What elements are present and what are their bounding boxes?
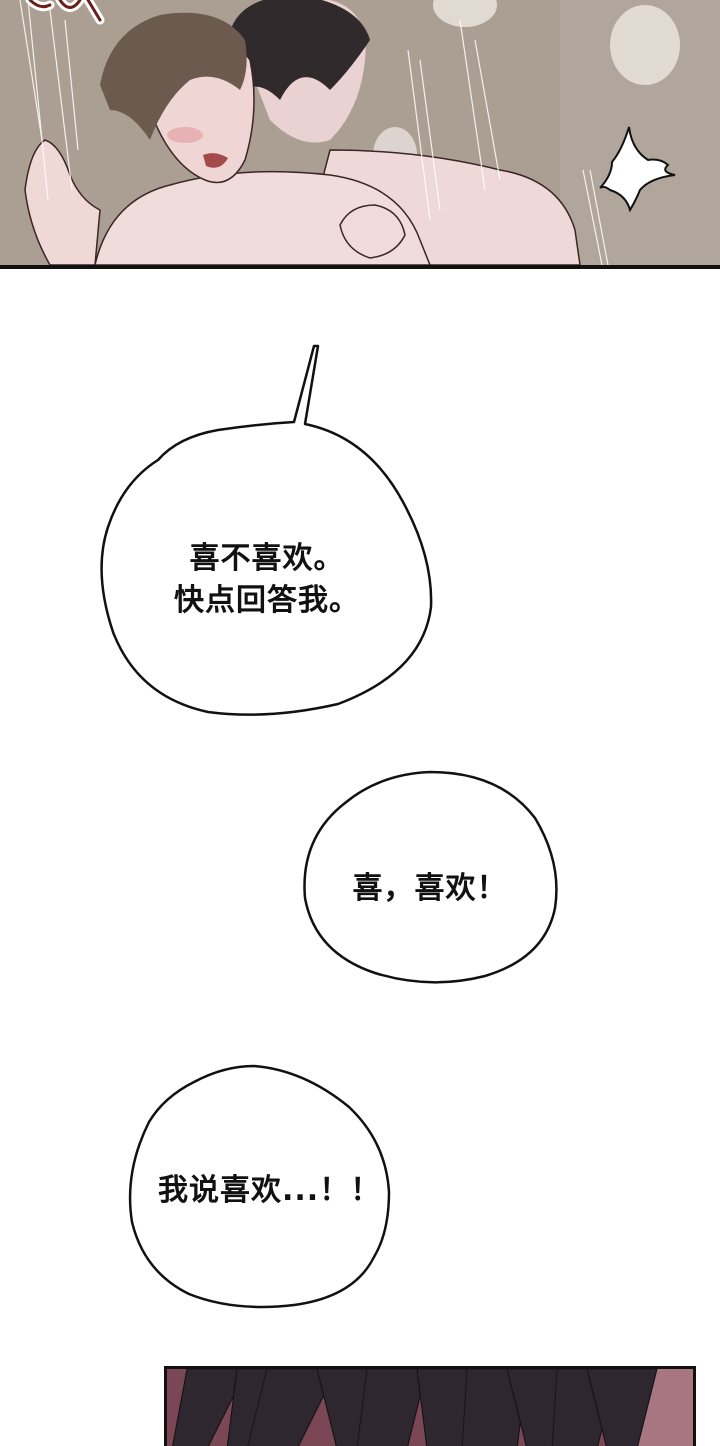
bubble-outline xyxy=(100,344,433,716)
spark-icon xyxy=(599,126,676,213)
comic-panel-shower-embrace xyxy=(0,0,720,269)
bubble-2-line-1: 喜，喜欢！ xyxy=(352,871,508,906)
speech-bubble-3: 我说喜欢...！！ xyxy=(124,1062,394,1312)
speech-bubble-1: 喜不喜欢。 快点回答我。 xyxy=(98,342,436,720)
bubble-1-line-2: 快点回答我。 xyxy=(174,583,360,618)
comic-panel-dark-hair xyxy=(164,1366,696,1446)
bubble-outline xyxy=(128,1064,391,1309)
speech-bubble-2: 喜，喜欢！ xyxy=(300,768,560,986)
panel-illustration xyxy=(167,1369,693,1446)
bubble-outline xyxy=(303,770,558,984)
bubble-1-line-1: 喜不喜欢。 xyxy=(189,541,345,576)
bubble-3-line-1: 我说喜欢...！！ xyxy=(158,1173,382,1208)
panel-illustration xyxy=(0,0,720,265)
